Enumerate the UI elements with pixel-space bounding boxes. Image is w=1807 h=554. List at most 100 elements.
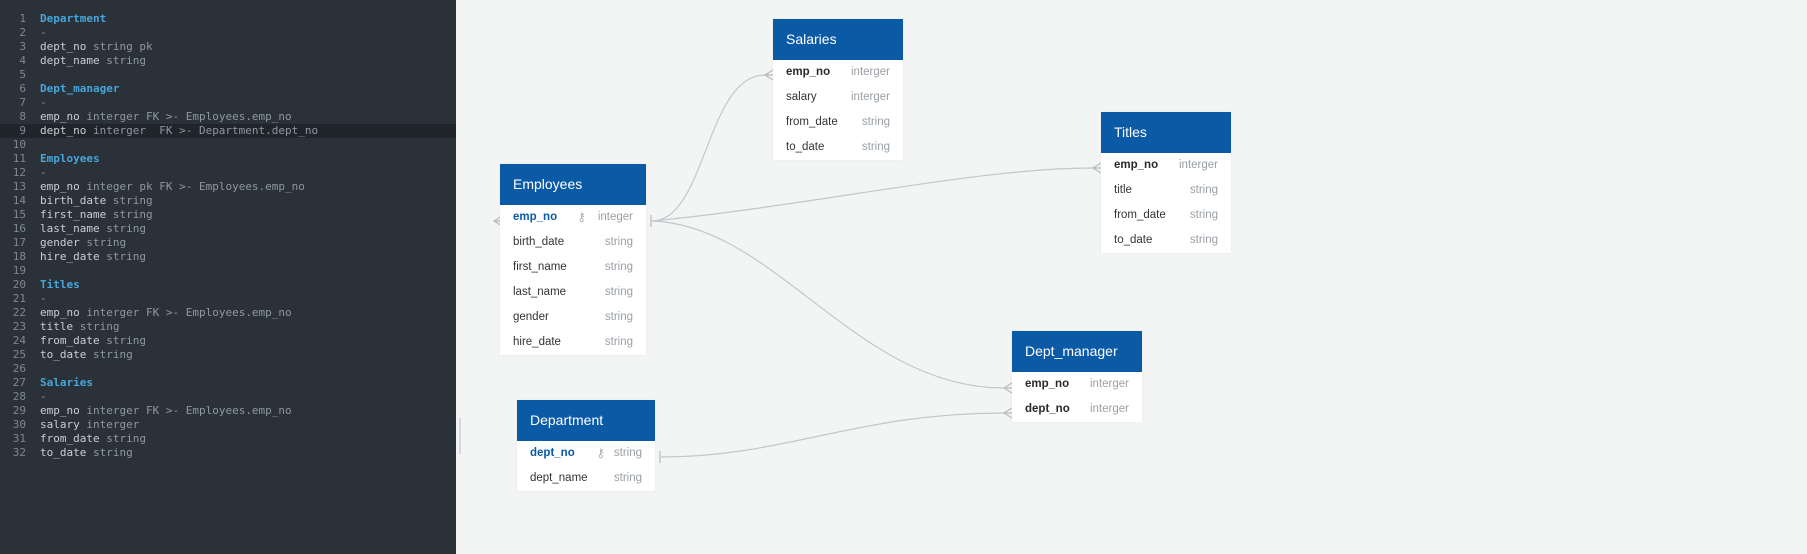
code-token: string bbox=[79, 236, 127, 249]
field-type: string bbox=[604, 261, 633, 273]
code-line[interactable]: 19 bbox=[0, 264, 456, 278]
entity-title[interactable]: Department bbox=[517, 400, 655, 441]
code-line[interactable]: 10 bbox=[0, 138, 456, 152]
code-line[interactable]: 7- bbox=[0, 96, 456, 110]
code-token: first_name bbox=[40, 208, 107, 221]
code-token: string bbox=[73, 320, 120, 333]
field-name: dept_no bbox=[530, 447, 575, 459]
link-employees-salaries[interactable] bbox=[651, 74, 766, 222]
link-employees-titles[interactable] bbox=[651, 167, 1094, 222]
code-text: title string bbox=[40, 320, 119, 334]
code-line[interactable]: 5 bbox=[0, 68, 456, 82]
code-line[interactable]: 26 bbox=[0, 362, 456, 376]
line-number: 26 bbox=[12, 362, 26, 375]
field-type: interger bbox=[851, 91, 890, 103]
code-text: hire_date string bbox=[40, 250, 146, 264]
field-row-emp-no[interactable]: emp_no interger bbox=[773, 60, 903, 85]
code-line[interactable]: 18 hire_date string bbox=[0, 250, 456, 264]
code-token: string bbox=[99, 222, 146, 235]
panel-resize-handle[interactable] bbox=[459, 418, 461, 454]
code-line[interactable]: 28- bbox=[0, 390, 456, 404]
code-token: string bbox=[99, 334, 146, 347]
code-token: dept_no bbox=[40, 40, 87, 53]
link-department-deptmanager[interactable] bbox=[660, 412, 1005, 458]
code-line[interactable]: 12- bbox=[0, 166, 456, 180]
link-employees-deptmanager[interactable] bbox=[651, 220, 1005, 389]
table-name-token: Employees bbox=[40, 152, 100, 165]
code-text: dept_name string bbox=[40, 54, 146, 68]
line-number: 18 bbox=[12, 250, 26, 263]
line-number: 16 bbox=[12, 222, 26, 235]
code-token: to_date bbox=[40, 446, 87, 459]
line-number: 25 bbox=[12, 348, 26, 361]
code-token: - bbox=[40, 96, 47, 109]
code-text: emp_no interger FK >- Employees.emp_no bbox=[40, 306, 292, 320]
entity-title[interactable]: Salaries bbox=[773, 19, 903, 60]
field-name: from_date bbox=[1114, 209, 1166, 221]
field-name: to_date bbox=[786, 141, 825, 153]
field-type: interger bbox=[851, 66, 890, 78]
code-token: emp_no bbox=[40, 306, 80, 319]
field-name: emp_no bbox=[786, 66, 831, 78]
entity-title[interactable]: Titles bbox=[1101, 112, 1231, 153]
code-token: from_date bbox=[40, 432, 100, 445]
table-name-token: Titles bbox=[40, 278, 80, 291]
crow-foot-salaries bbox=[763, 69, 774, 81]
field-row-emp-no[interactable]: emp_no⚷integer bbox=[500, 205, 646, 230]
line-number: 28 bbox=[12, 390, 26, 403]
entity-title[interactable]: Employees bbox=[500, 164, 646, 205]
entity-title[interactable]: Dept_manager bbox=[1012, 331, 1142, 372]
code-line[interactable]: 21- bbox=[0, 292, 456, 306]
code-text: - bbox=[40, 166, 47, 180]
key-icon: ⚷ bbox=[577, 210, 586, 224]
table-name-token: Dept_manager bbox=[40, 82, 120, 95]
field-row-dept-no[interactable]: dept_no⚷string bbox=[517, 441, 655, 466]
code-line[interactable]: 2- bbox=[0, 26, 456, 40]
code-text: dept_no string pk bbox=[40, 40, 153, 54]
